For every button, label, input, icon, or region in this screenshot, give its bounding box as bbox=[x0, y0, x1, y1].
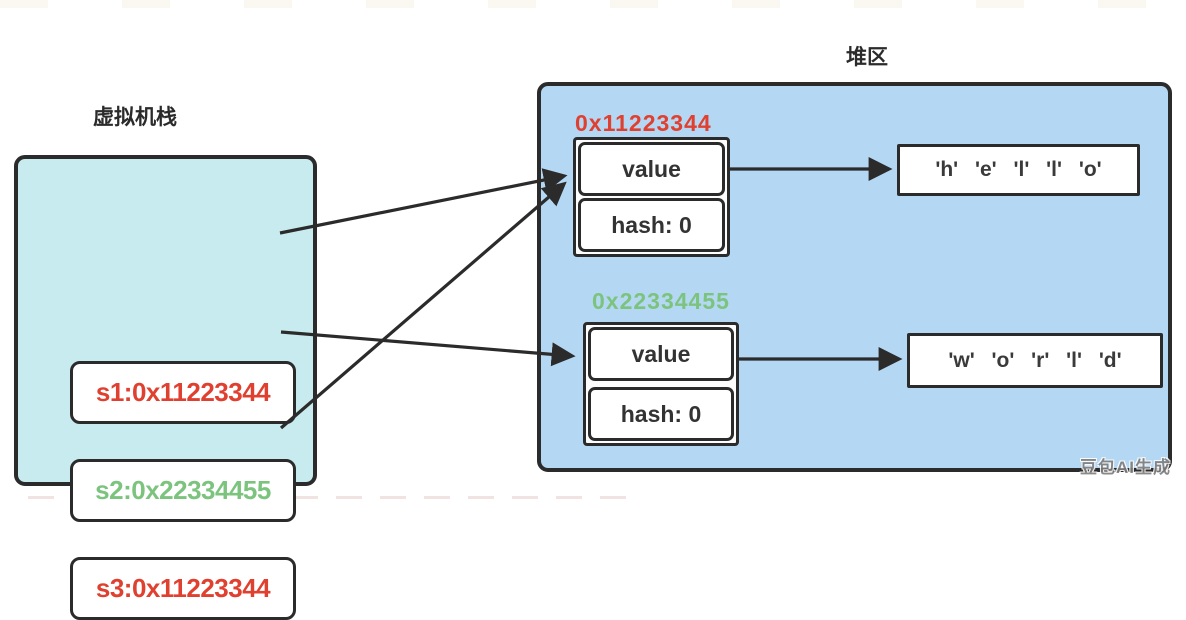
object2-value-field: value bbox=[588, 327, 734, 381]
stack-var-s1: s1:0x11223344 bbox=[70, 361, 296, 424]
heap-string-object2: value hash: 0 bbox=[583, 322, 739, 446]
top-edge-dash-artifacts bbox=[0, 0, 1186, 8]
heap-string-object1: value hash: 0 bbox=[573, 137, 730, 257]
arrow-s3-to-object1 bbox=[279, 181, 567, 430]
heap-title: 堆区 bbox=[846, 46, 888, 69]
stack-var-s3: s3:0x11223344 bbox=[70, 557, 296, 620]
stack-title: 虚拟机栈 bbox=[93, 106, 177, 129]
heap-object1-address-label: 0x11223344 bbox=[575, 110, 712, 136]
char-array-hello: 'h' 'e' 'l' 'l' 'o' bbox=[897, 144, 1140, 196]
ai-watermark: 豆包AI生成 bbox=[1080, 458, 1171, 477]
object2-hash-field: hash: 0 bbox=[588, 387, 734, 441]
object1-hash-field: hash: 0 bbox=[578, 198, 725, 252]
bottom-edge-dash-artifacts bbox=[28, 496, 628, 499]
arrow-s2-to-object2 bbox=[280, 330, 576, 367]
char-array-world: 'w' 'o' 'r' 'l' 'd' bbox=[907, 333, 1163, 388]
object1-value-field: value bbox=[578, 142, 725, 196]
heap-object2-address-label: 0x22334455 bbox=[592, 288, 730, 314]
arrow-s1-to-object1 bbox=[279, 168, 568, 235]
stack-var-s2: s2:0x22334455 bbox=[70, 459, 296, 522]
vm-stack-container: s1:0x11223344 s2:0x22334455 s3:0x1122334… bbox=[14, 155, 317, 620]
